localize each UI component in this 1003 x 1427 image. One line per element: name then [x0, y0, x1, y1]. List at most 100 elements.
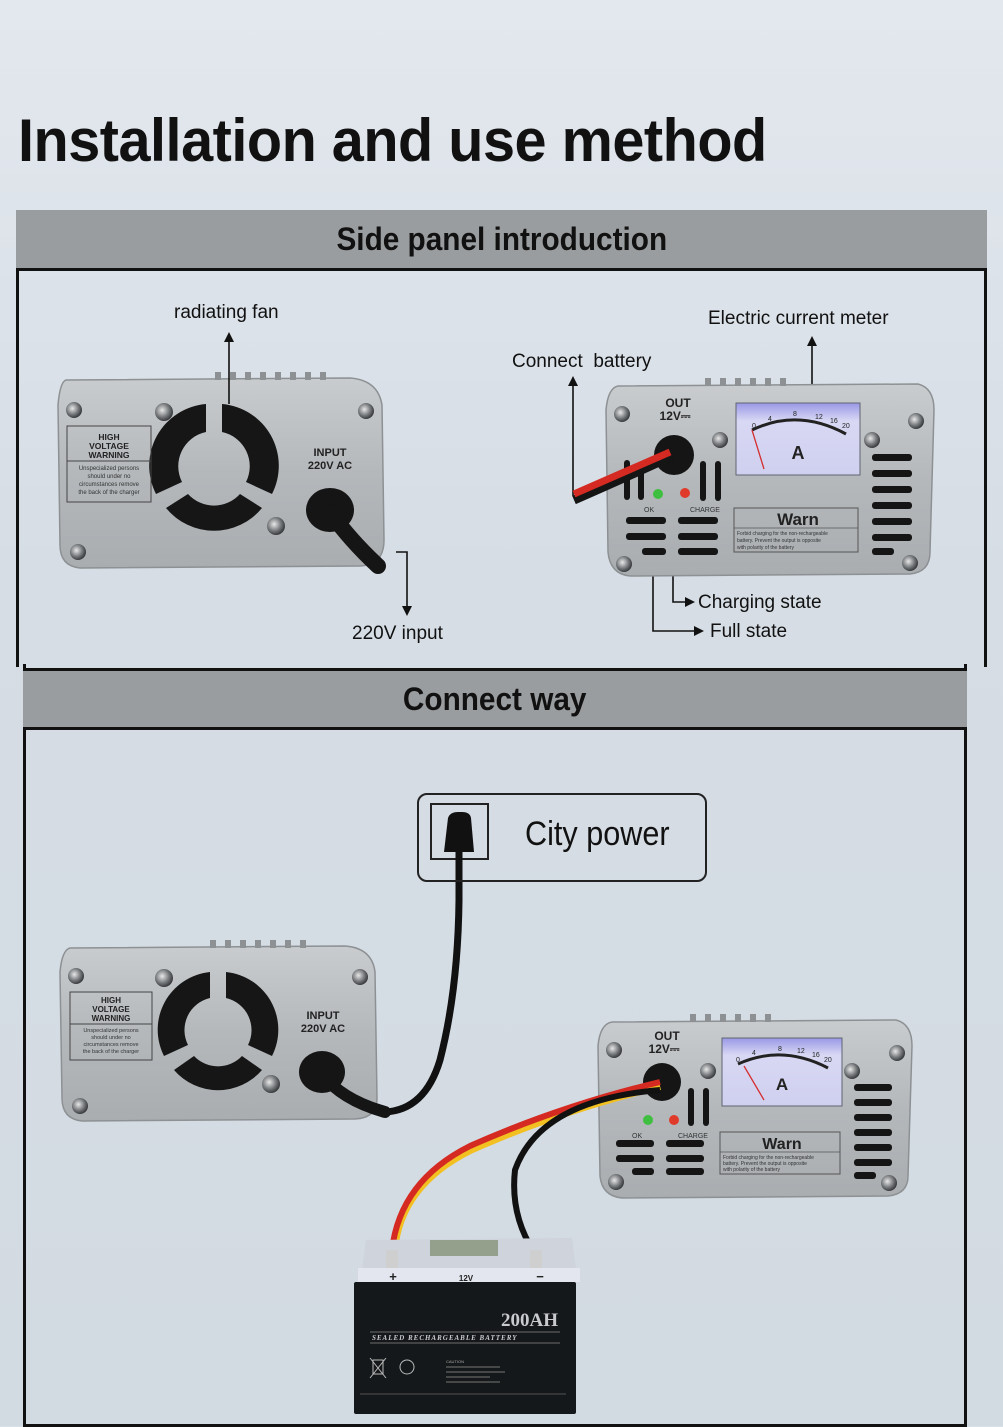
- screw-icon: [68, 968, 84, 984]
- svg-text:HIGH: HIGH: [98, 432, 119, 442]
- svg-text:12: 12: [815, 414, 823, 421]
- svg-text:battery. Prevent the output: battery. Prevent the output is opposite: [737, 538, 821, 544]
- svg-text:VOLTAGE: VOLTAGE: [89, 441, 129, 451]
- screw-icon: [155, 969, 173, 987]
- screw-icon: [700, 1063, 716, 1079]
- callout-charging-state: Charging state: [698, 592, 822, 613]
- svg-text:Warn: Warn: [777, 510, 819, 529]
- svg-text:+: +: [389, 1269, 397, 1284]
- ok-led: [653, 489, 663, 499]
- svg-text:−: −: [536, 1269, 544, 1284]
- charge-led: [669, 1115, 679, 1125]
- svg-text:CHARGE: CHARGE: [690, 507, 720, 514]
- svg-text:Forbid charging for the non-re: Forbid charging for the non-rechargeable: [723, 1155, 814, 1161]
- svg-text:WARNING: WARNING: [92, 1014, 131, 1023]
- fan-vent-icon: [157, 972, 279, 1091]
- svg-text:circumstances remove: circumstances remove: [79, 482, 140, 488]
- svg-text:battery. Prevent the output: battery. Prevent the output is opposite: [723, 1161, 807, 1167]
- screw-icon: [908, 413, 924, 429]
- svg-text:20: 20: [824, 1057, 832, 1064]
- arrowheads: [224, 332, 817, 636]
- svg-text:Forbid charging for the non-re: Forbid charging for the non-rechargeable: [737, 531, 828, 537]
- high-voltage-warning-label: [66, 425, 152, 503]
- screw-icon: [614, 406, 630, 422]
- fan-vent-icon: [149, 404, 279, 531]
- svg-text:Warn: Warn: [762, 1136, 801, 1153]
- svg-text:the back of the charger: the back of the charger: [78, 490, 139, 496]
- callout-electric-current-meter: Electric current meter: [708, 308, 889, 329]
- charger-back-panel: HIGH VOLTAGE WARNING Unspecialized perso…: [57, 372, 386, 574]
- section-heading-side-panel: Side panel introduction: [16, 210, 987, 271]
- svg-text:0: 0: [752, 423, 756, 430]
- screw-icon: [881, 1175, 897, 1191]
- svg-text:WARNING: WARNING: [88, 450, 129, 460]
- screw-icon: [712, 432, 728, 448]
- screw-icon: [864, 432, 880, 448]
- svg-text:INPUT: INPUT: [314, 447, 347, 459]
- callout-220v-input: 220V input: [352, 623, 443, 644]
- svg-text:HIGH: HIGH: [101, 996, 121, 1005]
- screw-icon: [352, 969, 368, 985]
- svg-text:Unspecialized persons: Unspecialized persons: [79, 466, 139, 472]
- svg-text:16: 16: [812, 1052, 820, 1059]
- svg-text:OUT: OUT: [665, 396, 691, 410]
- battery-200ah: + 12V − 200AH SEALED RECHARGEABLE BATTER…: [354, 1238, 580, 1414]
- svg-text:12V: 12V: [459, 1274, 474, 1283]
- screw-icon: [262, 1075, 280, 1093]
- svg-text:220V AC: 220V AC: [308, 460, 352, 472]
- svg-text:should under no: should under no: [87, 474, 131, 480]
- battery-cables: [389, 1079, 661, 1254]
- screw-icon: [72, 1098, 88, 1114]
- callout-radiating-fan: radiating fan: [174, 302, 279, 323]
- svg-text:12V⎓: 12V⎓: [660, 409, 691, 423]
- svg-text:16: 16: [830, 418, 838, 425]
- screw-icon: [155, 403, 173, 421]
- svg-text:A: A: [776, 1075, 788, 1094]
- callout-lines: [228, 340, 813, 632]
- city-power-label: City power: [525, 815, 670, 853]
- screw-icon: [608, 1174, 624, 1190]
- svg-text:circumstances remove: circumstances remove: [83, 1042, 138, 1048]
- section-heading-text: Connect way: [403, 680, 587, 717]
- svg-text:with polarity of the battery: with polarity of the battery: [723, 1167, 780, 1173]
- svg-text:4: 4: [752, 1050, 756, 1057]
- screw-icon: [70, 544, 86, 560]
- screw-icon: [616, 556, 632, 572]
- svg-text:8: 8: [793, 411, 797, 418]
- ammeter-gauge: 0 4 8 12 16 20 A: [735, 402, 861, 476]
- svg-text:200AH: 200AH: [501, 1310, 558, 1331]
- svg-text:CAUTION: CAUTION: [446, 1359, 464, 1364]
- section-heading-text: Side panel introduction: [336, 220, 667, 257]
- svg-text:OK: OK: [632, 1133, 642, 1140]
- charger-back-panel: HIGH VOLTAGE WARNING Unspecialized perso…: [59, 940, 391, 1122]
- svg-text:OUT: OUT: [654, 1029, 680, 1043]
- screw-icon: [267, 517, 285, 535]
- recycle-icon: [399, 1359, 415, 1375]
- svg-text:OK: OK: [644, 507, 654, 514]
- charger-front-panel: OUT 12V⎓ 0 4 8 12 16 20 A OK CHARGE Warn: [572, 378, 935, 577]
- svg-text:CHARGE: CHARGE: [678, 1133, 708, 1140]
- city-power-box: [417, 793, 707, 882]
- callout-full-state: Full state: [710, 621, 788, 642]
- section-heading-connect-way: Connect way: [23, 668, 967, 730]
- svg-text:20: 20: [842, 423, 850, 430]
- svg-text:VOLTAGE: VOLTAGE: [92, 1005, 130, 1014]
- svg-text:12V⎓: 12V⎓: [649, 1042, 680, 1056]
- callout-connect-battery: Connect battery: [512, 351, 652, 372]
- ammeter-gauge: 0 4 8 12 16 20 A: [721, 1037, 843, 1107]
- svg-text:SEALED RECHARGEABLE BATTERY: SEALED RECHARGEABLE BATTERY: [372, 1334, 518, 1342]
- ok-led: [643, 1115, 653, 1125]
- screw-icon: [358, 403, 374, 419]
- svg-text:0: 0: [736, 1057, 740, 1064]
- dc-output-socket: [654, 435, 694, 475]
- svg-text:Unspecialized persons: Unspecialized persons: [83, 1028, 139, 1034]
- charge-led: [680, 488, 690, 498]
- svg-text:with polarity of the battery: with polarity of the battery: [737, 545, 794, 551]
- screw-icon: [66, 402, 82, 418]
- svg-text:should under no: should under no: [91, 1035, 130, 1041]
- svg-text:8: 8: [778, 1046, 782, 1053]
- svg-text:12: 12: [797, 1048, 805, 1055]
- screw-icon: [902, 555, 918, 571]
- page-title: Installation and use method: [18, 107, 767, 174]
